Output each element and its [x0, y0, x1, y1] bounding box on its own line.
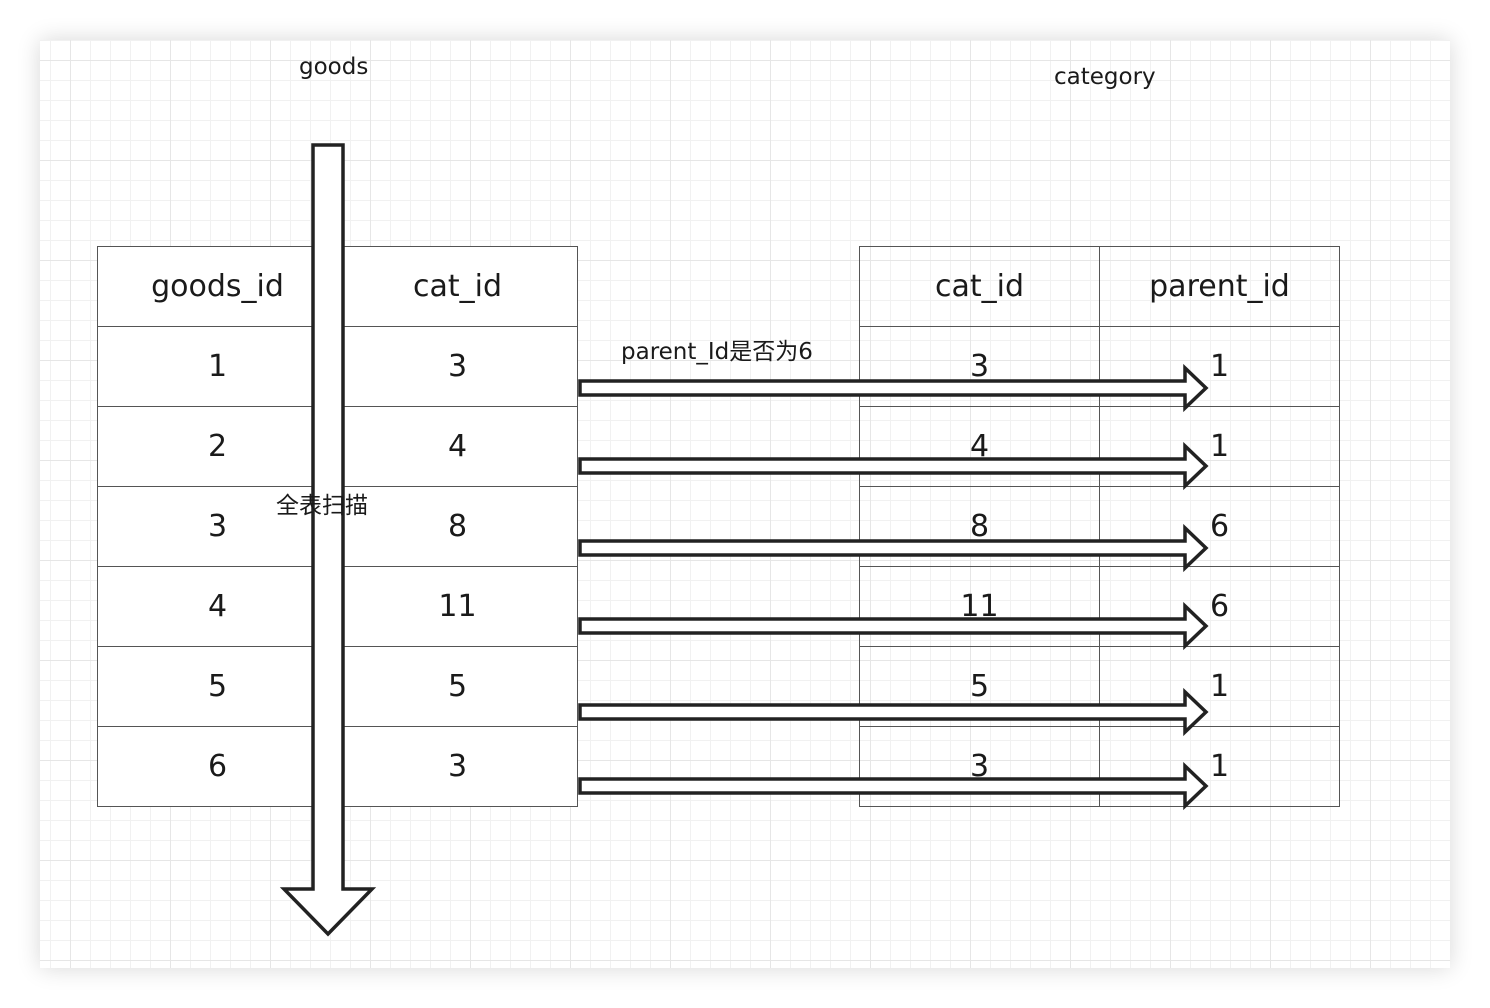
goods-row: 3 8: [97, 486, 578, 567]
goods-row: 1 3: [97, 326, 578, 407]
goods-header-goods-id: goods_id: [97, 246, 338, 327]
parent-id-check-label: parent_Id是否为6: [621, 339, 813, 365]
goods-cell: 3: [97, 486, 338, 567]
goods-cell: 6: [97, 726, 338, 807]
goods-cell: 4: [97, 566, 338, 647]
lookup-arrow: [578, 441, 1209, 491]
category-header-parent-id: parent_id: [1099, 246, 1340, 327]
lookup-arrow: [578, 761, 1209, 811]
goods-table: goods_id cat_id 1 3 2 4 3 8 4 11 5 5 6 3: [97, 246, 578, 807]
goods-header-row: goods_id cat_id: [97, 246, 578, 327]
category-header-cat-id: cat_id: [859, 246, 1100, 327]
category-title: category: [1054, 64, 1156, 90]
goods-cell: 2: [97, 406, 338, 487]
lookup-arrow: [578, 363, 1209, 413]
full-scan-label: 全表扫描: [276, 493, 368, 519]
goods-cell: 11: [337, 566, 578, 647]
goods-cell: 4: [337, 406, 578, 487]
goods-cell: 5: [97, 646, 338, 727]
category-header-row: cat_id parent_id: [859, 246, 1340, 327]
lookup-arrow: [578, 523, 1209, 573]
goods-header-cat-id: cat_id: [337, 246, 578, 327]
goods-row: 4 11: [97, 566, 578, 647]
goods-cell: 3: [337, 326, 578, 407]
lookup-arrow: [578, 687, 1209, 737]
goods-row: 6 3: [97, 726, 578, 807]
goods-cell: 3: [337, 726, 578, 807]
goods-cell: 8: [337, 486, 578, 567]
full-scan-arrow: [279, 143, 377, 937]
goods-row: 2 4: [97, 406, 578, 487]
goods-title: goods: [299, 54, 369, 80]
lookup-arrow: [578, 601, 1209, 651]
goods-cell: 1: [97, 326, 338, 407]
